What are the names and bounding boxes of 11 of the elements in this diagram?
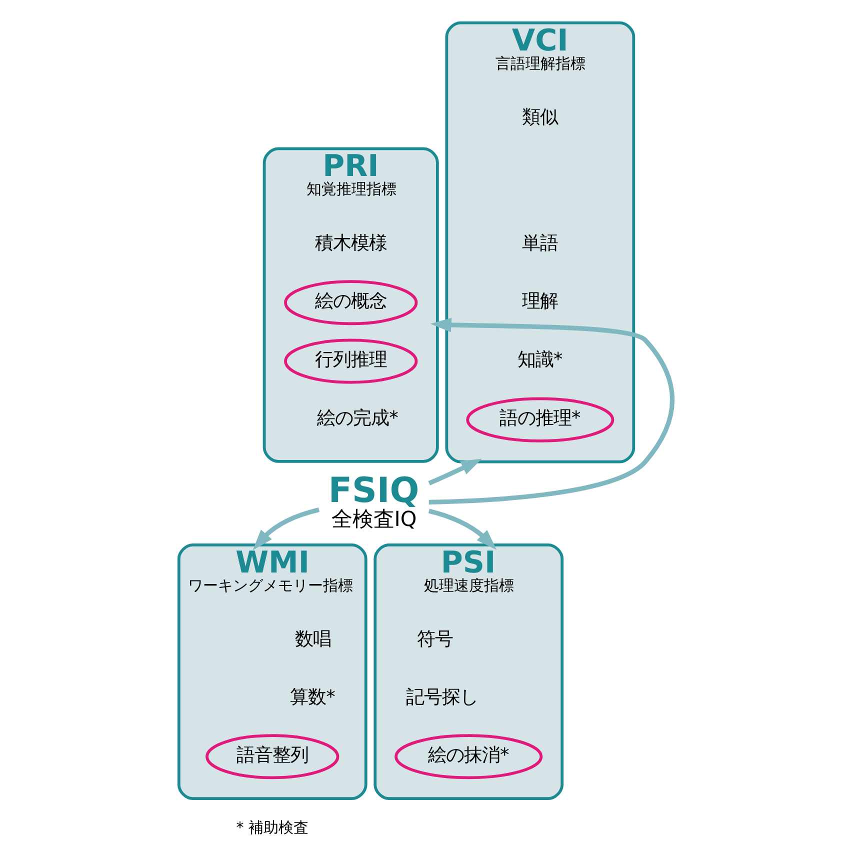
node-ellipse: 語音整列 — [206, 734, 340, 779]
label: * 補助検査 — [236, 818, 309, 836]
node-ellipse: 行列推理 — [284, 338, 418, 384]
node-ellipse: 絵の概念 — [284, 280, 418, 325]
arrow — [428, 508, 497, 550]
node-text: FSIQ 全検査IQ — [328, 470, 420, 530]
arrow — [252, 507, 320, 550]
arrow — [428, 458, 482, 485]
node-ellipse: 語の推理* — [466, 396, 614, 442]
node-ellipse: 絵の抹消* — [394, 734, 543, 779]
arrow — [428, 317, 674, 504]
